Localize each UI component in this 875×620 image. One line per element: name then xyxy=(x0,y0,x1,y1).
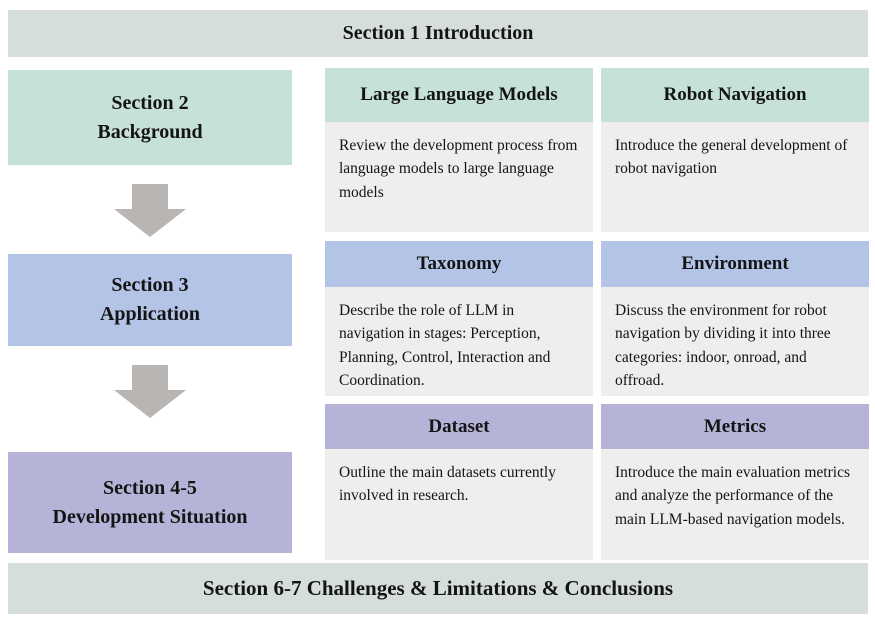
card-dataset: Dataset Outline the main datasets curren… xyxy=(325,404,593,560)
card-taxonomy: Taxonomy Describe the role of LLM in nav… xyxy=(325,241,593,396)
down-arrow-icon xyxy=(114,365,186,418)
top-banner-label: Section 1 Introduction xyxy=(342,22,534,44)
flow-node-line1: Section 4-5 xyxy=(103,476,197,499)
flow-node-section2-background: Section 2 Background xyxy=(8,70,292,165)
card-environment: Environment Discuss the environment for … xyxy=(601,241,869,396)
card-description: Describe the role of LLM in navigation i… xyxy=(325,287,593,396)
flow-node-line1: Section 2 xyxy=(111,91,189,114)
card-metrics: Metrics Introduce the main evaluation me… xyxy=(601,404,869,560)
card-description: Discuss the environment for robot naviga… xyxy=(601,287,869,396)
flow-node-section45-development-situation: Section 4-5 Development Situation xyxy=(8,452,292,553)
arrow-stem xyxy=(132,365,168,390)
card-title: Metrics xyxy=(601,404,869,449)
card-large-language-models: Large Language Models Review the develop… xyxy=(325,68,593,232)
flow-node-line2: Background xyxy=(97,120,203,143)
bottom-banner-section67: Section 6-7 Challenges & Limitations & C… xyxy=(8,563,868,614)
card-title: Environment xyxy=(601,241,869,287)
card-description: Review the development process from lang… xyxy=(325,122,593,232)
flow-node-line1: Section 3 xyxy=(111,274,189,296)
flow-node-section3-application: Section 3 Application xyxy=(8,254,292,346)
card-title: Robot Navigation xyxy=(601,68,869,122)
card-title: Dataset xyxy=(325,404,593,449)
bottom-banner-label: Section 6-7 Challenges & Limitations & C… xyxy=(202,576,674,600)
arrow-head xyxy=(114,390,186,418)
arrow-stem xyxy=(132,184,168,209)
top-banner-section1: Section 1 Introduction xyxy=(8,10,868,57)
down-arrow-icon xyxy=(114,184,186,237)
flow-node-line2: Development Situation xyxy=(52,505,248,528)
card-description: Introduce the main evaluation metrics an… xyxy=(601,449,869,560)
card-title: Large Language Models xyxy=(325,68,593,122)
flow-node-line2: Application xyxy=(99,303,201,325)
card-title: Taxonomy xyxy=(325,241,593,287)
card-description: Outline the main datasets currently invo… xyxy=(325,449,593,560)
arrow-head xyxy=(114,209,186,237)
card-robot-navigation: Robot Navigation Introduce the general d… xyxy=(601,68,869,232)
card-description: Introduce the general development of rob… xyxy=(601,122,869,232)
